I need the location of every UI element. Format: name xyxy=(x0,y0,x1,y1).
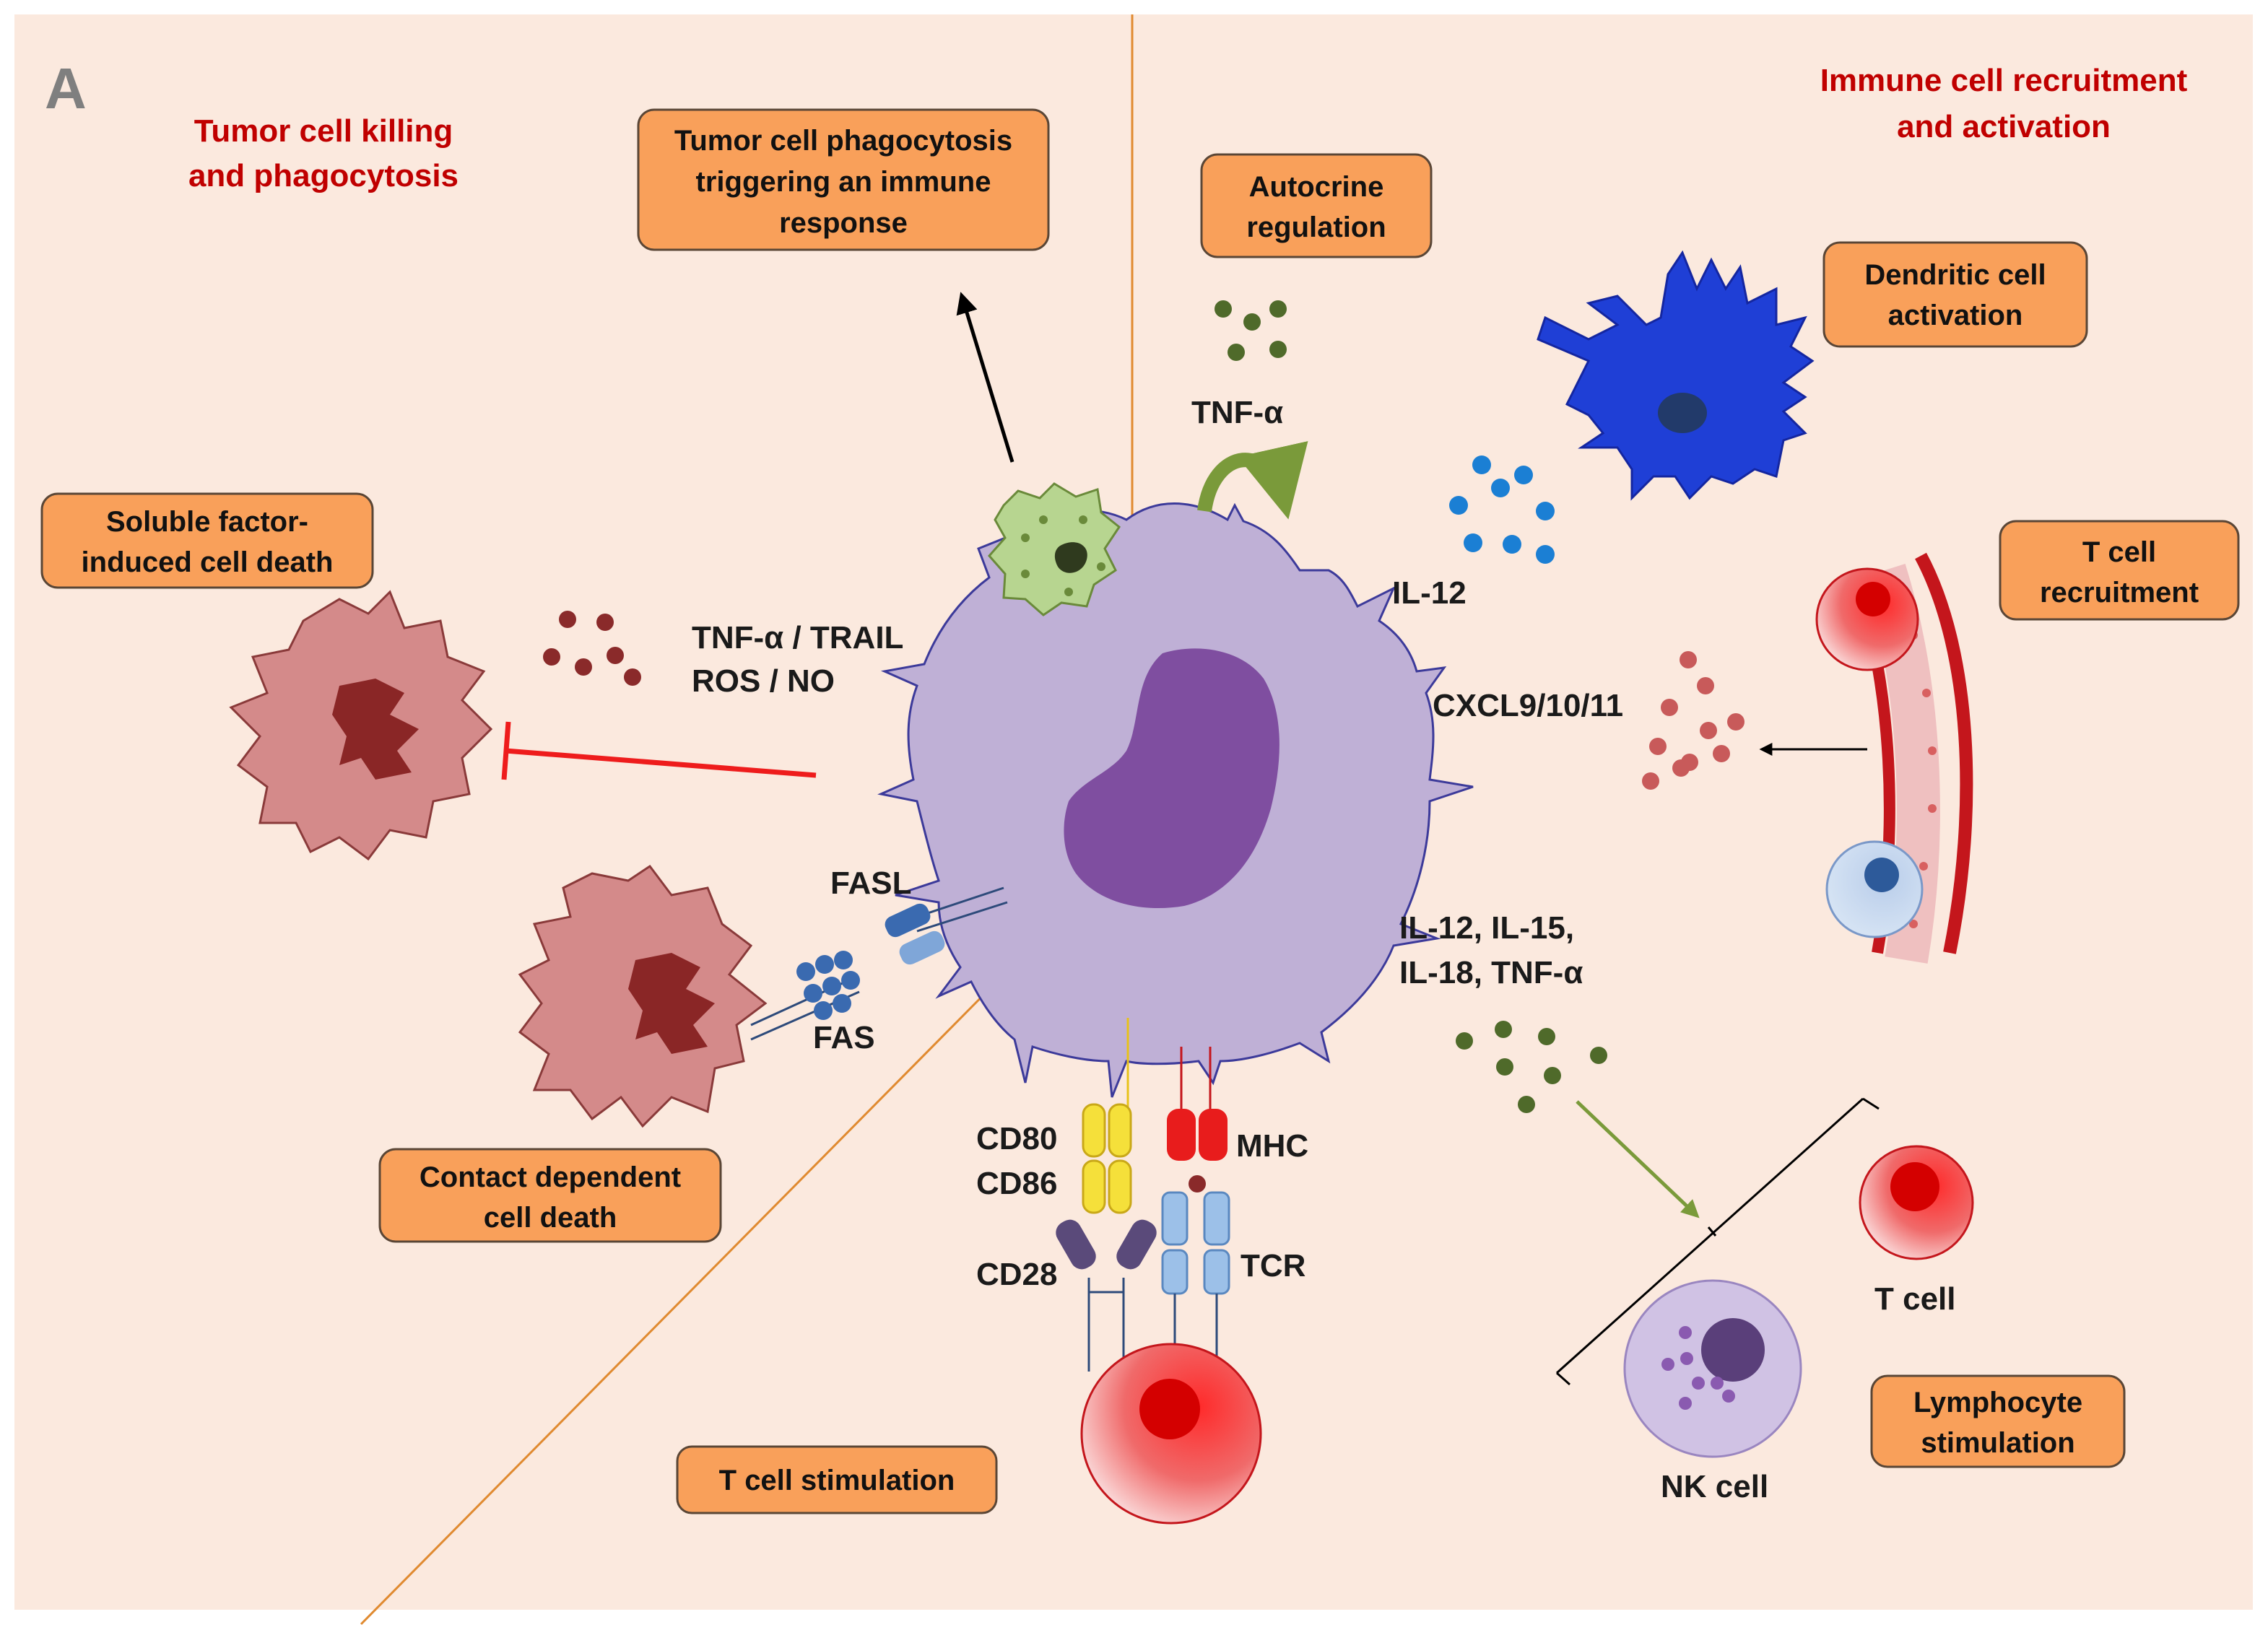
svg-text:response: response xyxy=(779,207,908,239)
cd28-label: CD28 xyxy=(976,1257,1058,1292)
autocrine-arrow xyxy=(1197,441,1308,520)
lymphocyte-in-vessel xyxy=(1825,840,1924,938)
left-section-title: Tumor cell killing and phagocytosis xyxy=(188,113,459,193)
box-dendritic: Dendritic cell activation xyxy=(1822,241,2088,348)
tcr-molecule xyxy=(1161,1191,1230,1372)
box-soluble: Soluble factor- induced cell death xyxy=(40,492,374,589)
lymphocyte-cytokine-dots xyxy=(1456,1021,1607,1113)
svg-text:and phagocytosis: and phagocytosis xyxy=(188,158,459,193)
cd28-molecule xyxy=(1056,1219,1157,1372)
box-phagocytosis: Tumor cell phagocytosis triggering an im… xyxy=(637,108,1050,251)
tcr-label: TCR xyxy=(1241,1248,1305,1283)
box-autocrine: Autocrine regulation xyxy=(1200,153,1433,258)
cd80-label: CD80 xyxy=(976,1121,1058,1156)
tumor-cell-soluble xyxy=(229,590,493,861)
il-group-label-2: IL-18, TNF-α xyxy=(1399,955,1583,990)
nk-cell xyxy=(1623,1279,1802,1458)
tnf-autocrine-dots xyxy=(1215,300,1287,361)
svg-text:Immune cell recruitment: Immune cell recruitment xyxy=(1820,63,2188,98)
ros-no-label: ROS / NO xyxy=(692,663,835,699)
svg-text:regulation: regulation xyxy=(1246,212,1386,243)
cd86-label: CD86 xyxy=(976,1166,1058,1201)
panel-letter: A xyxy=(45,56,87,121)
svg-text:Autocrine: Autocrine xyxy=(1249,171,1384,203)
mhc-label: MHC xyxy=(1236,1128,1308,1164)
svg-text:Lymphocyte: Lymphocyte xyxy=(1913,1387,2082,1418)
box-tcell-stimulation: T cell stimulation xyxy=(676,1445,998,1514)
svg-text:induced cell death: induced cell death xyxy=(82,546,334,578)
svg-text:stimulation: stimulation xyxy=(1921,1427,2074,1459)
fasl-label: FASL xyxy=(830,866,911,901)
soluble-factor-dots xyxy=(543,611,641,686)
tnf-trail-label: TNF-α / TRAIL xyxy=(692,620,903,655)
cxcl-label: CXCL9/10/11 xyxy=(1433,688,1623,723)
il12-label: IL-12 xyxy=(1392,575,1467,611)
svg-text:Soluble factor-: Soluble factor- xyxy=(106,506,308,538)
box-contact: Contact dependent cell death xyxy=(378,1148,722,1243)
lymphocyte-arrow xyxy=(1576,1100,1700,1218)
nkcell-label: NK cell xyxy=(1661,1469,1768,1504)
fas-label: FAS xyxy=(813,1020,875,1055)
il12-dots xyxy=(1449,455,1555,564)
tcell-right xyxy=(1859,1145,1974,1260)
svg-text:triggering an immune: triggering an immune xyxy=(696,166,991,198)
macrophage-nucleus xyxy=(1064,648,1279,908)
svg-text:and activation: and activation xyxy=(1897,109,2111,144)
svg-text:activation: activation xyxy=(1888,300,2023,331)
phagocytosis-arrow xyxy=(956,292,1014,463)
fas-receptor xyxy=(750,951,860,1041)
divider-diagonal xyxy=(360,966,1012,1626)
fasl-ligand xyxy=(885,886,1008,965)
tumor-cell-contact xyxy=(518,864,768,1128)
svg-text:T cell: T cell xyxy=(2082,536,2156,568)
il-group-label-1: IL-12, IL-15, xyxy=(1399,910,1574,946)
box-tcell-recruitment: T cell recruitment xyxy=(1999,520,2240,621)
svg-text:T cell stimulation: T cell stimulation xyxy=(719,1465,955,1496)
right-section-title: Immune cell recruitment and activation xyxy=(1820,63,2188,144)
macrophage-cell xyxy=(877,502,1474,1098)
svg-text:Tumor cell phagocytosis: Tumor cell phagocytosis xyxy=(674,125,1012,157)
inhibition-line xyxy=(501,721,817,780)
svg-text:recruitment: recruitment xyxy=(2040,577,2199,609)
svg-text:Dendritic cell: Dendritic cell xyxy=(1864,259,2046,291)
phagocytosed-cell xyxy=(988,482,1121,616)
svg-text:Contact dependent: Contact dependent xyxy=(420,1161,681,1193)
mhc-molecule xyxy=(1167,1047,1228,1193)
tcell-in-vessel xyxy=(1815,567,1919,671)
cd80-cd86-molecule xyxy=(1082,1018,1132,1214)
svg-text:Tumor cell killing: Tumor cell killing xyxy=(194,113,453,149)
tnf-autocrine-label: TNF-α xyxy=(1191,395,1283,430)
dendritic-cell xyxy=(1537,250,1815,501)
lymphocyte-bracket xyxy=(1555,1097,1880,1386)
svg-text:cell death: cell death xyxy=(484,1202,617,1234)
cxcl-dots xyxy=(1642,651,1745,790)
tcell-label: T cell xyxy=(1874,1281,1956,1317)
tcell-bottom xyxy=(1080,1343,1262,1525)
box-lymphocyte: Lymphocyte stimulation xyxy=(1870,1374,2126,1468)
